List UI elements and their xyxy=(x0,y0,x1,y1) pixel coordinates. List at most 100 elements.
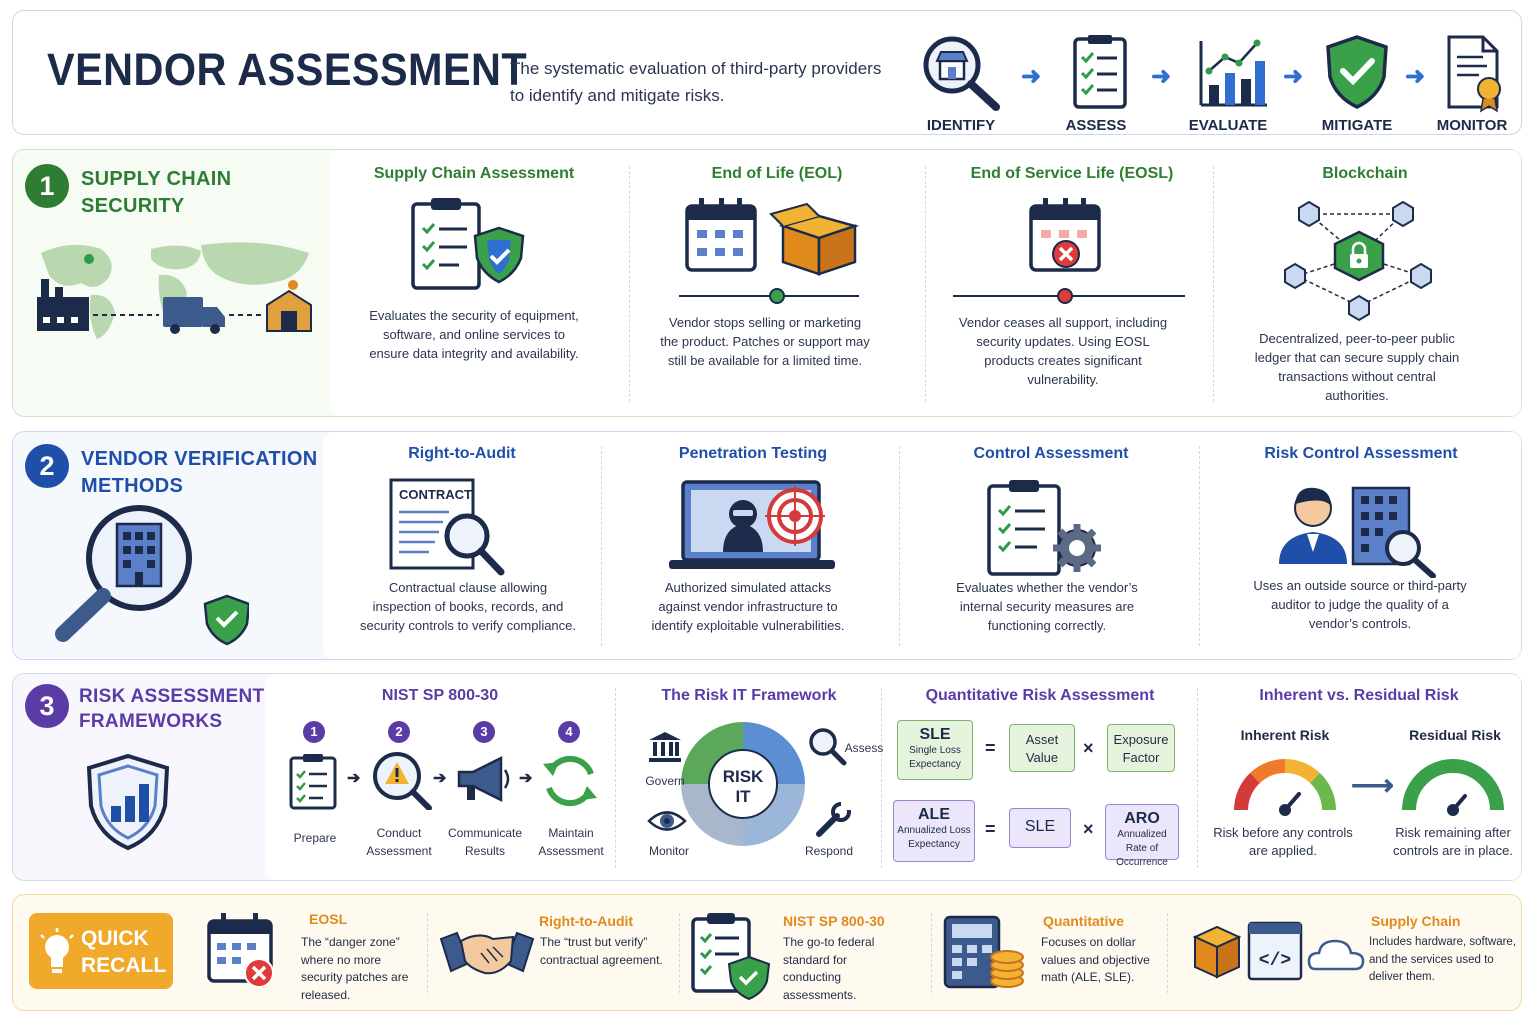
step-label: EVALUATE xyxy=(1188,117,1268,134)
refresh-cycle-icon xyxy=(543,755,597,807)
clipboard-gear-icon xyxy=(987,480,1101,576)
laptop-hacker-target-icon xyxy=(669,480,835,569)
calculator-coins-icon xyxy=(943,915,1024,989)
section1-cards: Supply Chain Assessment Evaluates the se… xyxy=(329,150,1521,416)
section2-cards: Right-to-Audit CONTRACT Contractual clau… xyxy=(323,432,1521,659)
calendar-x-icon xyxy=(953,198,1185,304)
step-label: ASSESS xyxy=(1065,117,1127,134)
card-desc: Decentralized, peer-to-peer public ledge… xyxy=(1254,331,1460,403)
recall-desc: The “trust but verify” contractual agree… xyxy=(540,935,663,967)
sle-box: SLE Single Loss Expectancy xyxy=(897,720,973,780)
section-title-line: METHODS xyxy=(81,475,184,497)
arrow-icon: ➔ xyxy=(519,770,533,787)
times-sign: × xyxy=(1083,738,1094,758)
step-assess: ASSESS xyxy=(1046,33,1146,134)
megaphone-icon xyxy=(457,755,510,803)
lightbulb-icon xyxy=(40,928,74,973)
section-supply-chain: 1 SUPPLY CHAIN SECURITY Supply Chain Ass… xyxy=(12,149,1522,417)
calendar-box-icon xyxy=(679,198,859,304)
step-number: 3 xyxy=(473,721,495,743)
magnifier-warning-icon xyxy=(373,752,432,810)
recall-title: Supply Chain xyxy=(1371,913,1461,929)
quick-recall-title: QUICK RECALL xyxy=(81,925,166,979)
card-title: Inherent vs. Residual Risk xyxy=(1259,687,1459,704)
blockchain-network-icon xyxy=(1284,200,1432,322)
clipboard-shield-icon xyxy=(691,913,771,1001)
recall-desc: The go-to federal standard for conductin… xyxy=(783,935,875,1002)
step-label-line: Maintain xyxy=(548,826,594,840)
arrow-icon: ➜ xyxy=(1283,63,1304,90)
sle-full: Single Loss Expectancy xyxy=(909,745,961,770)
arrow-icon: ⟶ xyxy=(1351,769,1395,802)
asset-value-box: Asset Value xyxy=(1009,724,1075,772)
card-desc: Vendor ceases all support, including sec… xyxy=(958,315,1168,387)
magnifier-building-icon xyxy=(55,505,249,646)
divider xyxy=(1199,446,1200,646)
section-number: 2 xyxy=(25,444,69,488)
card-desc: Uses an outside source or third-party au… xyxy=(1253,578,1467,631)
divider xyxy=(1213,166,1214,402)
card-title: End of Service Life (EOSL) xyxy=(970,165,1174,182)
quick-recall-badge: QUICK RECALL xyxy=(29,913,173,989)
section-title-line: SUPPLY CHAIN xyxy=(81,168,232,190)
divider xyxy=(925,166,926,402)
aro-box: ARO Annualized Rate of Occurrence xyxy=(1105,804,1179,868)
section-risk-frameworks: 3 RISK ASSESSMENT FRAMEWORKS NIST SP 800… xyxy=(12,673,1522,881)
step-number: 4 xyxy=(558,721,580,743)
step-mitigate: MITIGATE xyxy=(1307,33,1407,134)
auditor-building-icon xyxy=(1279,486,1436,578)
divider xyxy=(629,166,630,402)
ale-full: Annualized Loss Expectancy xyxy=(897,825,971,850)
risk-it-center-label: RISK xyxy=(723,767,764,786)
section-title-line: VENDOR VERIFICATION xyxy=(81,448,318,470)
certificate-document-icon xyxy=(1447,35,1501,113)
handshake-icon xyxy=(439,931,535,975)
card-title: Supply Chain Assessment xyxy=(373,165,575,182)
aro-full: Annualized Rate of Occurrence xyxy=(1116,829,1168,868)
exposure-factor-box: Exposure Factor xyxy=(1107,724,1175,772)
arrow-icon: ➜ xyxy=(1021,63,1042,90)
risk-it-label-assess: Assess xyxy=(844,741,884,755)
section-title-line: FRAMEWORKS xyxy=(79,711,223,732)
step-number: 2 xyxy=(388,721,410,743)
shield-chart-icon xyxy=(86,753,170,851)
card-desc: Vendor stops selling or marketing the pr… xyxy=(660,315,870,368)
section-title-line: SECURITY xyxy=(81,195,185,217)
section-title: VENDOR VERIFICATION METHODS xyxy=(81,446,317,500)
bar-chart-icon xyxy=(1199,39,1267,107)
ale-abbr: ALE xyxy=(918,806,950,823)
equals-sign: = xyxy=(985,819,996,839)
step-label: MITIGATE xyxy=(1321,117,1393,134)
divider xyxy=(899,446,900,646)
card-desc: Authorized simulated attacks against ven… xyxy=(651,580,845,633)
arrow-icon: ➔ xyxy=(433,770,447,787)
eye-icon xyxy=(647,811,687,831)
ale-box: ALE Annualized Loss Expectancy xyxy=(893,800,975,862)
divider xyxy=(931,913,932,993)
divider xyxy=(601,446,602,646)
page-title: VENDOR ASSESSMENT xyxy=(47,44,528,95)
svg-text:</>: </> xyxy=(1259,951,1291,971)
divider xyxy=(427,913,428,993)
equals-sign: = xyxy=(985,738,996,758)
arrow-icon: ➜ xyxy=(1405,63,1426,90)
quick-recall-title-line: RECALL xyxy=(81,954,167,977)
card-title: The Risk IT Framework xyxy=(661,687,837,704)
box-code-cloud-icon: </> xyxy=(1192,921,1365,981)
card-title: Blockchain xyxy=(1322,165,1408,182)
inherent-risk-label: Inherent Risk xyxy=(1240,727,1330,743)
residual-risk-label: Residual Risk xyxy=(1409,727,1501,743)
quick-recall-panel: QUICK RECALL EOSL The “danger zone” wher… xyxy=(12,894,1522,1011)
risk-it-label-govern: Govern xyxy=(645,774,685,788)
contract-magnifier-icon: CONTRACT xyxy=(389,478,505,576)
card-title: Quantitative Risk Assessment xyxy=(925,687,1155,704)
card-title: End of Life (EOL) xyxy=(711,165,843,182)
card-title: NIST SP 800-30 xyxy=(381,687,499,704)
shield-check-icon xyxy=(1326,35,1388,109)
step-label-line: Assessment xyxy=(538,844,604,858)
recall-title: EOSL xyxy=(309,911,348,927)
section-title: RISK ASSESSMENT FRAMEWORKS xyxy=(79,684,264,734)
risk-it-label-monitor: Monitor xyxy=(648,844,689,858)
card-desc: Evaluates whether the vendor’s internal … xyxy=(956,580,1138,633)
